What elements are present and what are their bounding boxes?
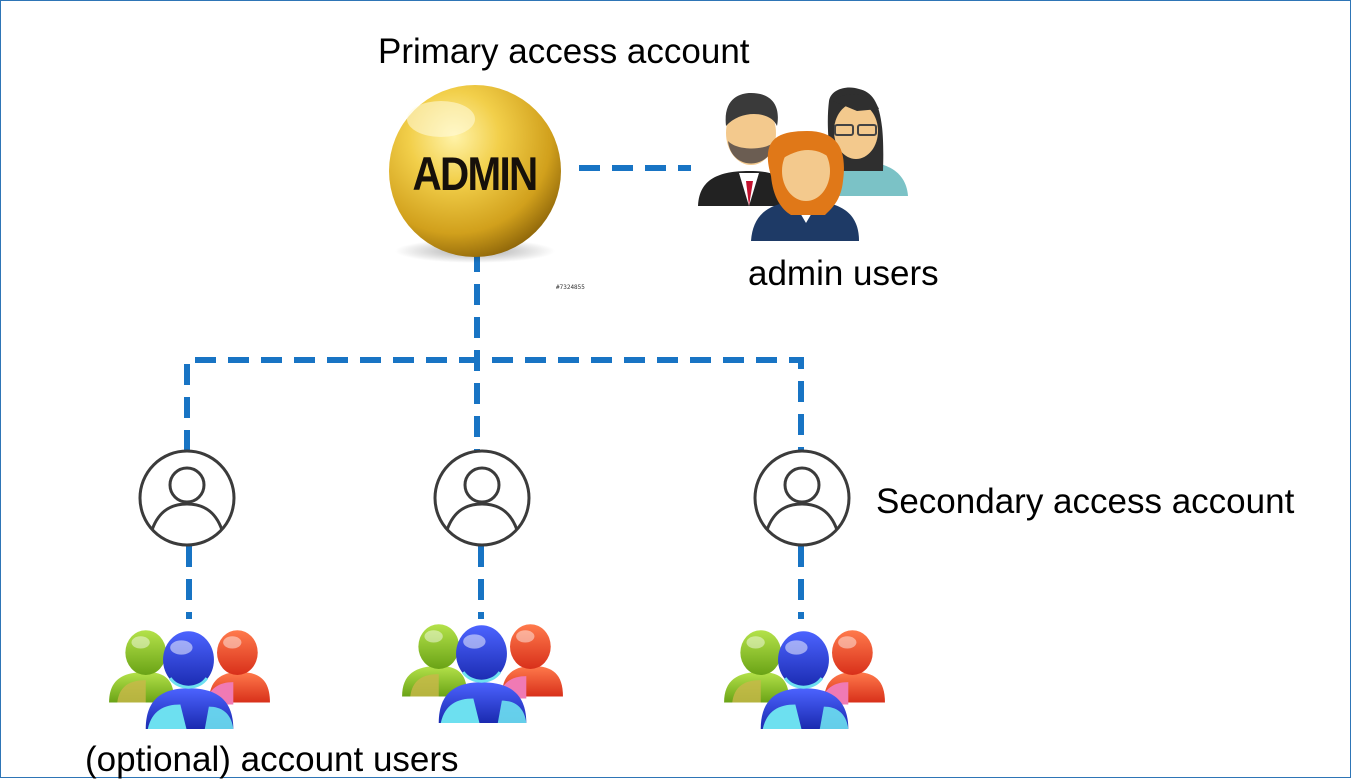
horizontal-branch-connector (184, 357, 804, 451)
colored-user-group-icon (722, 628, 886, 731)
connector-lines (184, 165, 804, 619)
user-circle-icon (753, 449, 851, 547)
colored-user-group-icon (400, 622, 564, 725)
admin-users-label: admin users (748, 254, 939, 293)
secondary-user-circle-icons (138, 449, 851, 547)
colored-user-group-icon (107, 628, 271, 731)
user-circle-icon (138, 449, 236, 547)
secondary-access-account-label: Secondary access account (876, 482, 1295, 521)
admin-gold-sphere-icon (389, 85, 561, 263)
admin-image-stamp: #7324855 (556, 284, 585, 291)
account-user-groups (107, 622, 886, 731)
admin-sphere-label: ADMIN (412, 147, 539, 200)
account-users-label: (optional) account users (85, 740, 459, 779)
admin-people-group-icon (698, 87, 908, 241)
primary-access-account-label: Primary access account (378, 32, 750, 71)
user-circle-icon (433, 449, 531, 547)
